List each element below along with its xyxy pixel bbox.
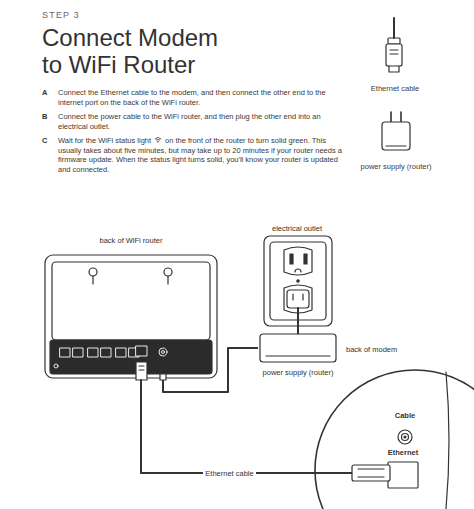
device-node: electrical outlet xyxy=(258,222,336,328)
port-label: Cable xyxy=(380,411,430,420)
device-node: back of WiFi router xyxy=(45,236,217,380)
port-label: Ethernet xyxy=(378,448,428,457)
wifi-router xyxy=(45,255,217,396)
instruction-text: Wait for the WiFi status light xyxy=(58,136,151,145)
step-letter: A xyxy=(42,88,54,97)
wifi-status-icon xyxy=(154,136,162,143)
instruction-text: Connect the Ethernet cable to the modem,… xyxy=(58,88,343,107)
device-label: back of WiFi router xyxy=(45,236,217,245)
instruction-paragraph: Wait for the WiFi status lighton the fro… xyxy=(58,136,343,174)
icon-label: Ethernet cable xyxy=(360,84,430,93)
device-label: power supply (router) xyxy=(260,368,336,377)
cable xyxy=(297,328,299,332)
page-title: Connect Modem to WiFi Router xyxy=(42,24,242,78)
power-supply xyxy=(260,308,336,362)
cable xyxy=(163,348,258,392)
instruction-text: Connect the power cable to the WiFi rout… xyxy=(58,112,343,131)
step-letter: B xyxy=(42,112,54,121)
cable-label: Ethernet cable xyxy=(203,469,255,478)
cable xyxy=(141,396,318,473)
modem-detail xyxy=(315,370,474,509)
device-node: power supply (router) xyxy=(258,332,338,394)
device-label: electrical outlet xyxy=(258,224,336,233)
device-label: back of modem xyxy=(346,345,398,354)
icon-label: power supply (router) xyxy=(346,162,446,171)
power-supply-icon xyxy=(382,112,410,150)
device-node: back of modemCableEthernet xyxy=(318,343,474,509)
step-number: STEP 3 xyxy=(42,10,162,21)
step-letter: C xyxy=(42,136,54,145)
ethernet-cable-icon xyxy=(386,18,402,72)
